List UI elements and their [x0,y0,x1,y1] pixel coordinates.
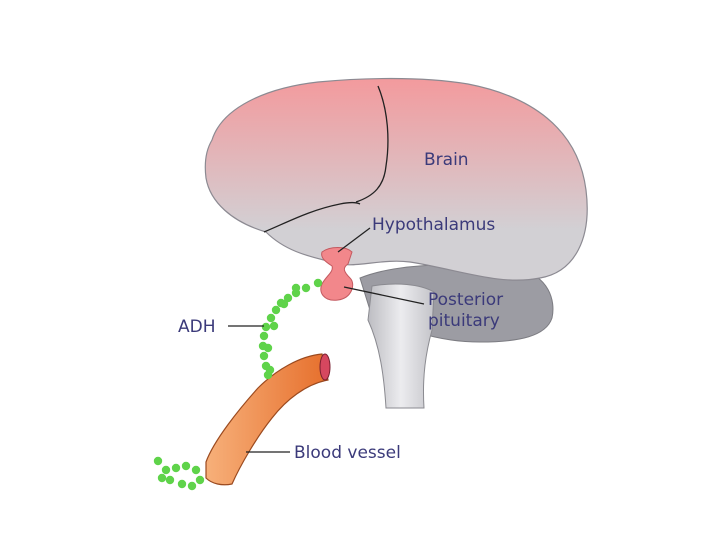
brainstem [367,283,435,409]
adh-droplet [313,278,323,288]
brain-fissure [355,85,389,203]
adh-droplet [266,313,276,323]
adh-droplet [161,465,171,475]
adh-droplet [261,322,271,332]
adh-droplet [195,475,205,485]
pituitary [320,247,354,301]
adh-droplets [153,278,323,491]
brain-label: Brain [424,150,469,170]
adh-droplet [259,331,269,341]
adh-droplet [171,463,181,473]
posterior-pituitary-label-line1: Posterior [428,290,503,310]
adh-droplet [263,343,273,353]
adh-droplet [157,473,167,483]
adh-droplet [269,321,279,331]
posterior-pituitary-label-line2: pituitary [428,311,500,331]
adh-droplet [153,456,163,466]
brain-leader [337,227,371,253]
adh-droplet [279,299,289,309]
adh-droplet [271,305,281,315]
adh-label: ADH [178,317,216,337]
adh-droplet [181,461,191,471]
adh-droplet [301,283,311,293]
blood-vessel-label: Blood vessel [294,443,401,463]
brain-temporal-fold [263,201,361,233]
adh-droplet [283,293,293,303]
hypothalamus-label: Hypothalamus [372,215,495,235]
adh-droplet [259,351,269,361]
posterior-pituitary-leader [343,286,425,305]
adh-droplet [177,479,187,489]
adh-droplet [291,283,301,293]
adh-droplet [265,365,275,375]
brain [204,77,588,281]
blood-vessel-opening [319,353,331,381]
adh-droplet [165,475,175,485]
adh-droplet [191,465,201,475]
blood-vessel-body [205,353,329,486]
adh-droplet [187,481,197,491]
blood-vessel [205,353,331,486]
